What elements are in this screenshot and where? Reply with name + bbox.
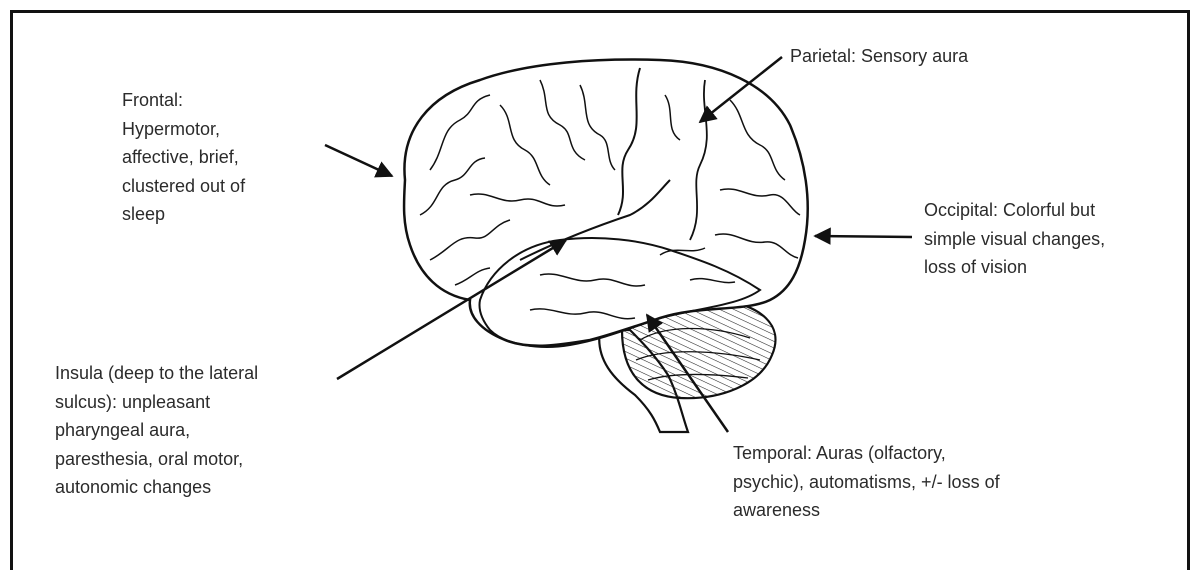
occipital-arrow (815, 236, 912, 237)
occipital-label: Occipital: Colorful but simple visual ch… (924, 196, 1194, 282)
insula-label: Insula (deep to the lateral sulcus): unp… (55, 359, 345, 502)
frontal-label: Frontal: Hypermotor, affective, brief, c… (122, 86, 322, 229)
parietal-label: Parietal: Sensory aura (790, 42, 1090, 71)
temporal-label: Temporal: Auras (olfactory, psychic), au… (733, 439, 1093, 525)
frontal-arrow (325, 145, 392, 176)
